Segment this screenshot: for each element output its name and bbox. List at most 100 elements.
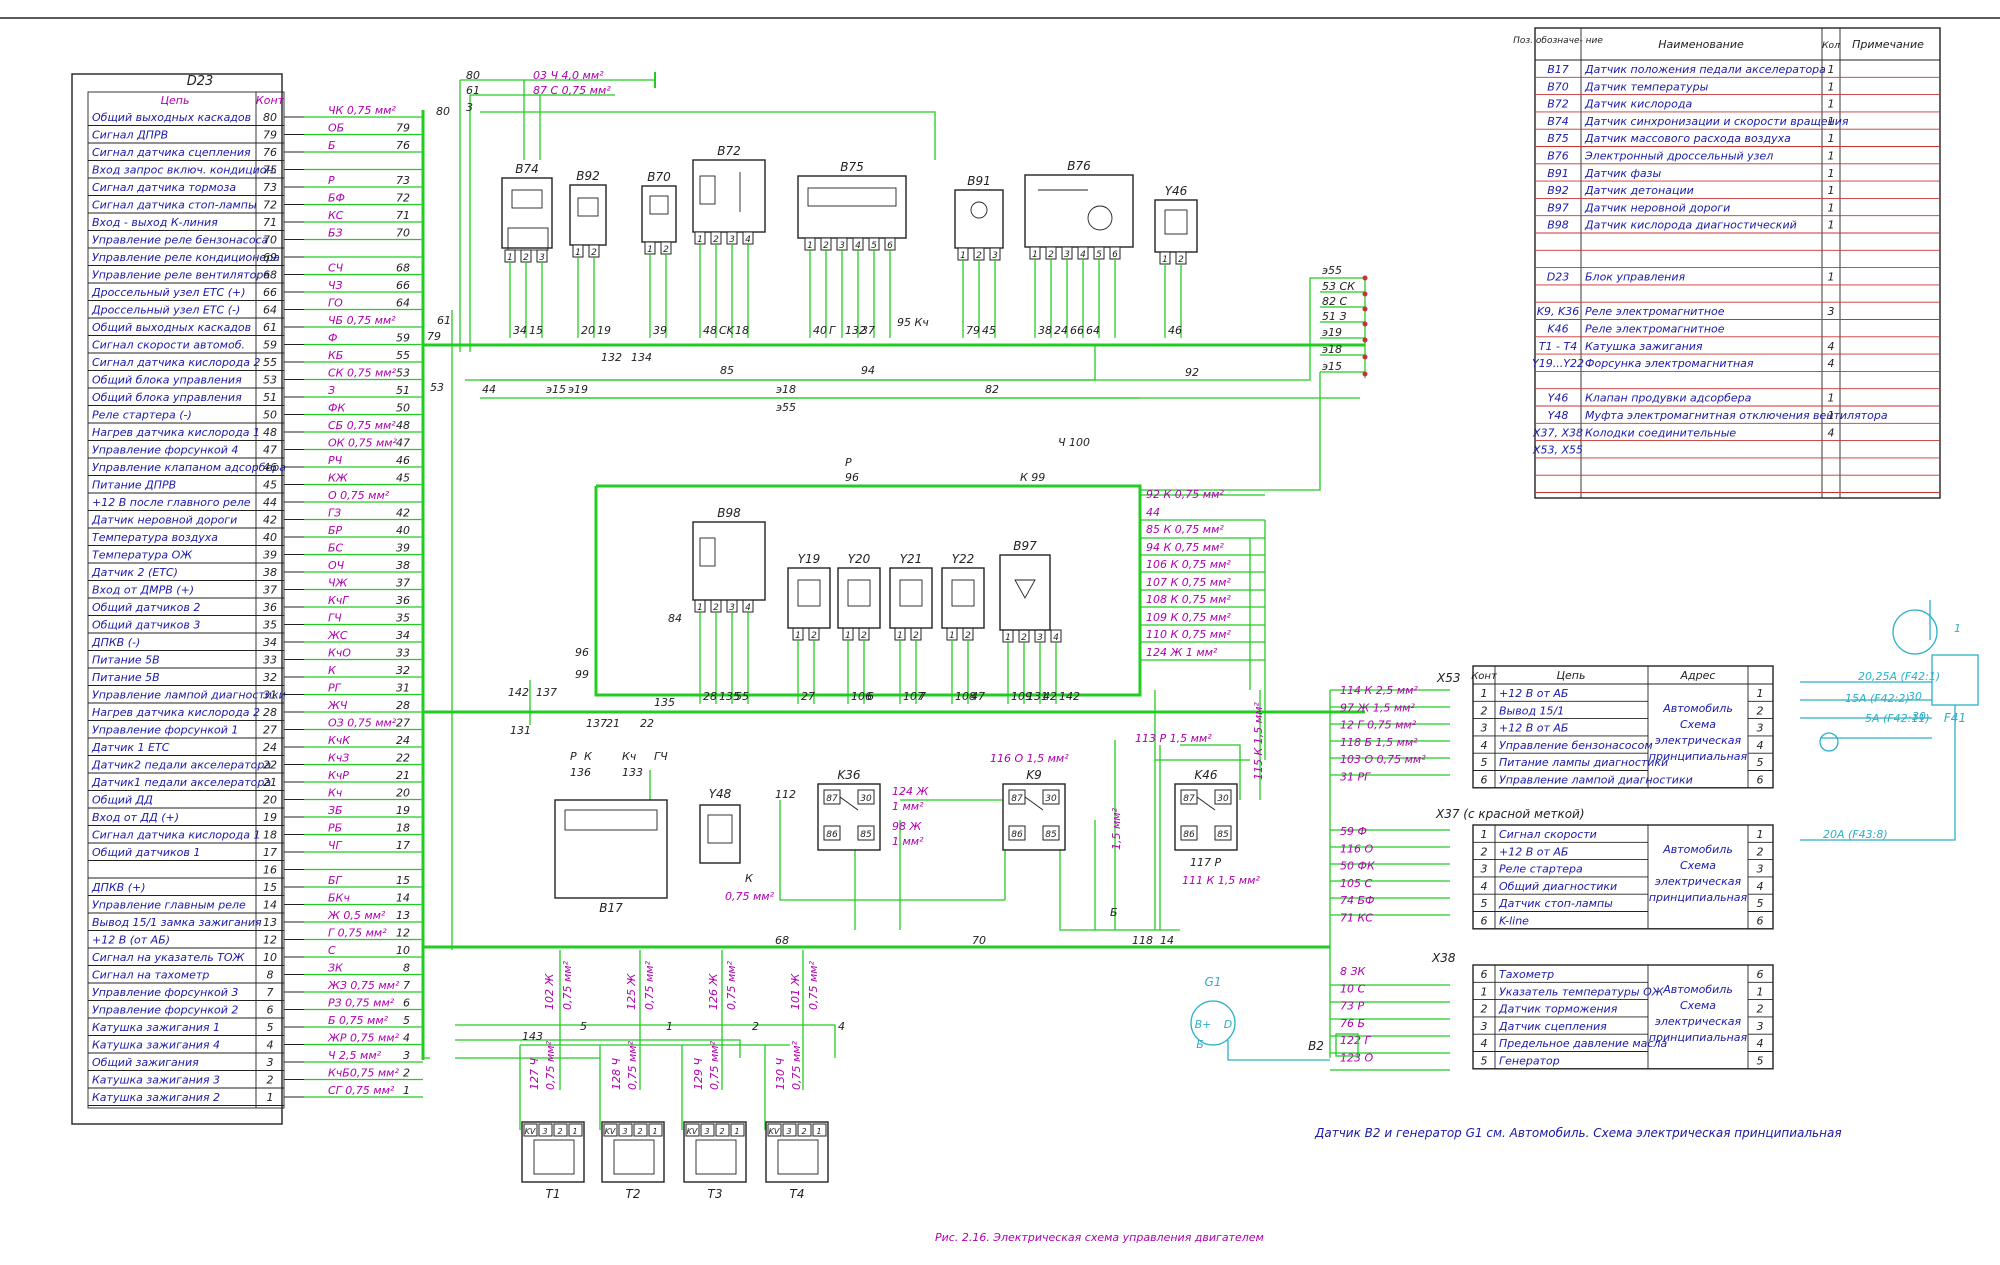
x37-row-ref: 2 <box>1757 845 1764 858</box>
x37-row-circuit: Реле стартера <box>1499 863 1583 876</box>
d23-row-circuit: Управление реле кондиционера <box>92 251 280 264</box>
legend-name: Муфта электромагнитная отключения вентил… <box>1585 409 1888 422</box>
injector-y21: Y21 <box>889 552 933 629</box>
connector-pin-number: 4 <box>745 603 751 613</box>
x53-row-ref: 6 <box>1757 774 1764 787</box>
d23-row-circuit: Нагрев датчика кислорода 1 <box>92 426 260 439</box>
sensor-wire-number: 45 <box>982 324 996 337</box>
d23-row-circuit: Датчик2 педали акселератора <box>91 759 271 772</box>
wire-color-label: ЧБ 0,75 мм² <box>328 314 396 327</box>
d23-row-pin: 44 <box>263 496 277 509</box>
connector-pin-number: 6 <box>887 241 893 251</box>
legend-qty: 1 <box>1828 115 1835 128</box>
coil-pin-label: 2 <box>719 1127 724 1136</box>
d23-row-pin: 51 <box>263 391 277 404</box>
wire-number-label: 4 <box>403 1032 410 1045</box>
wire-color-label: ЗБ <box>328 804 343 817</box>
svg-text:B17: B17 <box>599 901 623 915</box>
sensor-wire-number: 79 <box>966 324 980 337</box>
d23-row-pin: 37 <box>263 584 277 597</box>
legend-pos: K9, K36 <box>1537 305 1579 318</box>
svg-text:B2: B2 <box>1308 1039 1324 1053</box>
coil-label: T3 <box>708 1187 723 1201</box>
x55-wire-label: э19 <box>1322 326 1342 339</box>
d23-row-circuit: ДПКВ (+) <box>91 881 146 894</box>
coil-pin-box <box>618 1123 633 1137</box>
wire-color-label: ЖЧ <box>327 699 348 712</box>
wire-number-label: 13 <box>396 909 410 922</box>
x37-row-pin: 5 <box>1481 897 1488 910</box>
relay-pin-box <box>857 789 875 805</box>
oil-pressure-b2: B2 <box>1308 1033 1359 1057</box>
relay-pin-box <box>823 825 841 841</box>
x37-title: X37 (с красной меткой) <box>1435 807 1585 821</box>
coil-pin-box <box>538 1123 553 1137</box>
sensor-b91: B91 <box>954 174 1004 249</box>
connector-pin-number: 3 <box>1064 250 1070 260</box>
sensor-b74: B74 <box>501 162 553 251</box>
coil-pin-label: KV <box>769 1127 780 1136</box>
wire-color-label: КчЗ <box>328 752 349 765</box>
wire-label: 82 <box>985 383 999 396</box>
wire-color-label: ОБ <box>328 122 344 135</box>
relay-pin-label: 86 <box>1183 830 1195 840</box>
legend-name: Катушка зажигания <box>1585 340 1703 353</box>
wire-label: 80 <box>436 105 450 118</box>
x55-contact <box>1362 291 1368 297</box>
coil-winding <box>533 1139 575 1175</box>
coil-pin-label: 3 <box>786 1127 791 1136</box>
legend-pos: Y46 <box>1548 392 1569 405</box>
d23-row-pin: 1 <box>267 1091 274 1104</box>
x53-row-ref: 4 <box>1757 739 1764 752</box>
sensor-wire-number: 48 <box>703 324 717 337</box>
wire-number-label: 28 <box>396 699 410 712</box>
x53-row-pin: 4 <box>1481 739 1488 752</box>
coil-wire-number: 1 <box>666 1020 673 1033</box>
d23-row-pin: 69 <box>263 251 277 264</box>
x37-address: принципиальная <box>1649 891 1748 904</box>
coil-pin-label: 3 <box>704 1127 709 1136</box>
d23-row-circuit: Общий выходных каскадов <box>92 321 251 334</box>
connector-pin-number: 2 <box>976 251 982 261</box>
legend-name: Реле электромагнитное <box>1585 305 1725 318</box>
legend-pos: Y19...Y22 <box>1532 357 1584 370</box>
legend-name: Клапан продувки адсорбера <box>1585 392 1752 405</box>
sensor-wire-number: 34 <box>513 324 527 337</box>
x38-row-pin: 2 <box>1481 1003 1488 1016</box>
coil-pin-label: KV <box>525 1127 536 1136</box>
x55-wire-label: 53 СК <box>1322 280 1356 293</box>
wire-number-label: 42 <box>396 507 410 520</box>
x55-contact <box>1362 371 1368 377</box>
svg-text:F41: F41 <box>1944 711 1966 725</box>
legend-pos: B72 <box>1547 98 1569 111</box>
sensor-wire-number: 142 <box>1059 690 1080 703</box>
wire-label: 117 Р <box>1190 856 1221 869</box>
coil-wire-number: 5 <box>580 1020 587 1033</box>
coil-wire-size: 0,75 мм² <box>708 1040 721 1090</box>
d23-row-pin: 70 <box>263 234 277 247</box>
wire-number-label: 48 <box>396 419 410 432</box>
d23-row-circuit: Дроссельный узел ETC (+) <box>91 286 246 299</box>
svg-text:B72: B72 <box>717 144 741 158</box>
svg-text:K46: K46 <box>1194 768 1218 782</box>
d23-row-pin: 16 <box>263 864 277 877</box>
wire-label: 110 К 0,75 мм² <box>1146 628 1231 641</box>
wire-color-label: БР <box>328 524 343 537</box>
legend-name: Датчик фазы <box>1584 167 1662 180</box>
coil-label: T4 <box>790 1187 805 1201</box>
connector-pin-number: 1 <box>795 631 801 641</box>
wire-number-label: 8 <box>403 962 410 975</box>
svg-text:1: 1 <box>1954 622 1961 635</box>
svg-text:Поз. обозначе- ние: Поз. обозначе- ние <box>1513 36 1603 46</box>
sensor-wire-number: 37 <box>861 324 875 337</box>
relay-pin-label: 85 <box>1045 830 1057 840</box>
svg-text:B92: B92 <box>576 169 600 183</box>
wire-label: э15 <box>546 383 566 396</box>
d23-row-pin: 76 <box>263 146 277 159</box>
relay-pin-box <box>1042 825 1060 841</box>
coil-wire-number: 4 <box>838 1020 845 1033</box>
injector-y19: Y19 <box>787 552 831 629</box>
x38-row-circuit: Указатель температуры ОЖ <box>1499 985 1665 998</box>
wire-label: К <box>584 750 593 763</box>
